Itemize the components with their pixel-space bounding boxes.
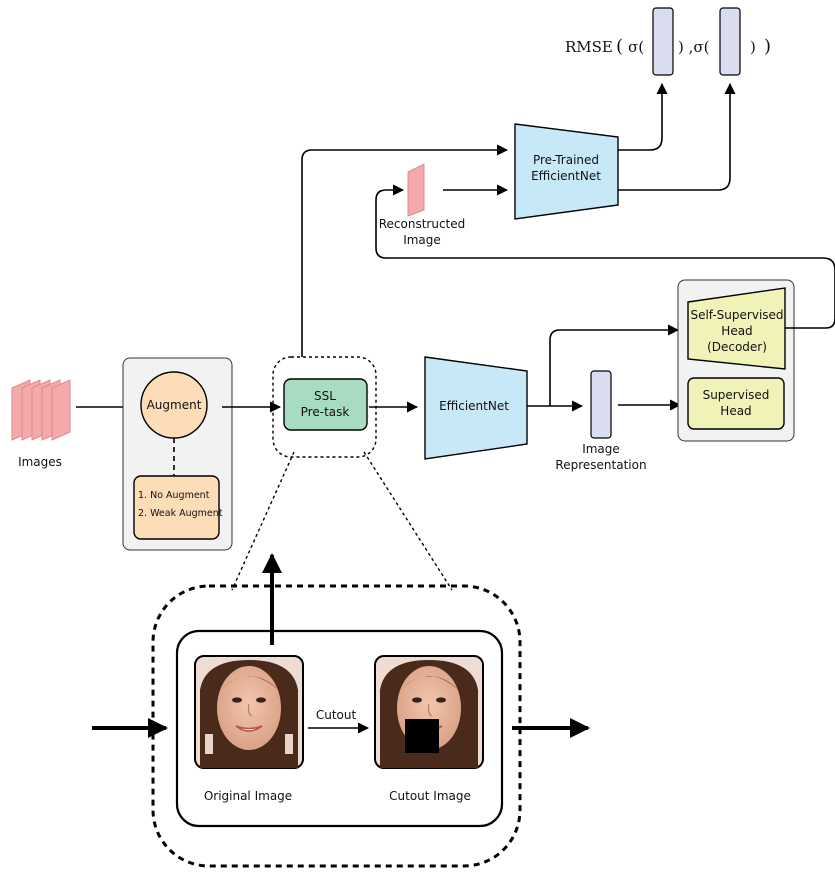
augment-option-2: 2. Weak Augment bbox=[138, 508, 223, 519]
ssl-line2: Pre-task bbox=[301, 405, 350, 419]
image-representation-vector bbox=[590, 370, 612, 439]
reconstructed-image bbox=[407, 163, 425, 217]
ssl-pretask-box bbox=[283, 378, 368, 431]
pretrained-line1: Pre-Trained bbox=[533, 153, 599, 167]
arrow-decoder-to-reconstructed bbox=[375, 184, 835, 329]
cutout-image-caption: Cutout Image bbox=[389, 789, 471, 803]
reconstructed-line2: Image bbox=[403, 233, 441, 247]
sigma-separator: ) ,σ( bbox=[678, 38, 709, 56]
arrow-ssl-to-pretrained bbox=[301, 144, 509, 357]
zoom-line-right bbox=[363, 451, 453, 591]
augment-options-box bbox=[133, 475, 220, 540]
augment-option-1: 1. No Augment bbox=[138, 490, 210, 501]
arrow-pretrained-to-sigma2 bbox=[618, 82, 736, 191]
ss-head-line3: (Decoder) bbox=[707, 340, 767, 354]
cutout-face-image bbox=[374, 655, 484, 769]
rmse-label: RMSE bbox=[565, 38, 613, 56]
encoder-label: EfficientNet bbox=[439, 399, 509, 413]
self-supervised-head bbox=[687, 287, 786, 370]
pretrained-efficientnet bbox=[514, 123, 619, 220]
supervised-head bbox=[687, 377, 785, 430]
augment-label: Augment bbox=[147, 398, 202, 412]
rmse-close-paren: ) bbox=[764, 36, 771, 57]
sup-head-line1: Supervised bbox=[703, 388, 770, 402]
output-vector-1 bbox=[652, 7, 674, 76]
images-label: Images bbox=[18, 455, 62, 469]
ss-head-line1: Self-Supervised bbox=[690, 308, 783, 322]
representation-line2: Representation bbox=[555, 458, 646, 472]
representation-line1: Image bbox=[582, 442, 620, 456]
zoom-line-left bbox=[231, 451, 295, 591]
original-face-image bbox=[194, 655, 304, 769]
arrow-encoder-to-ss-head bbox=[549, 324, 680, 406]
cutout-arrow-label: Cutout bbox=[316, 708, 357, 722]
cutout-mask-square bbox=[405, 719, 439, 753]
ss-head-line2: Head bbox=[721, 324, 752, 338]
original-image-caption: Original Image bbox=[204, 789, 292, 803]
reconstructed-line1: Reconstructed bbox=[379, 217, 466, 231]
arrow-pretrained-to-sigma1 bbox=[618, 82, 668, 151]
input-image-stack bbox=[11, 379, 71, 441]
sup-head-line2: Head bbox=[720, 404, 751, 418]
encoder-efficientnet bbox=[424, 356, 528, 460]
ssl-line1: SSL bbox=[314, 389, 336, 403]
pretrained-line2: EfficientNet bbox=[531, 169, 601, 183]
sigma-close: ) bbox=[750, 38, 756, 56]
rmse-open-paren: ( bbox=[616, 36, 623, 57]
output-vector-2 bbox=[719, 7, 741, 76]
sigma-open-1: σ( bbox=[628, 38, 644, 56]
